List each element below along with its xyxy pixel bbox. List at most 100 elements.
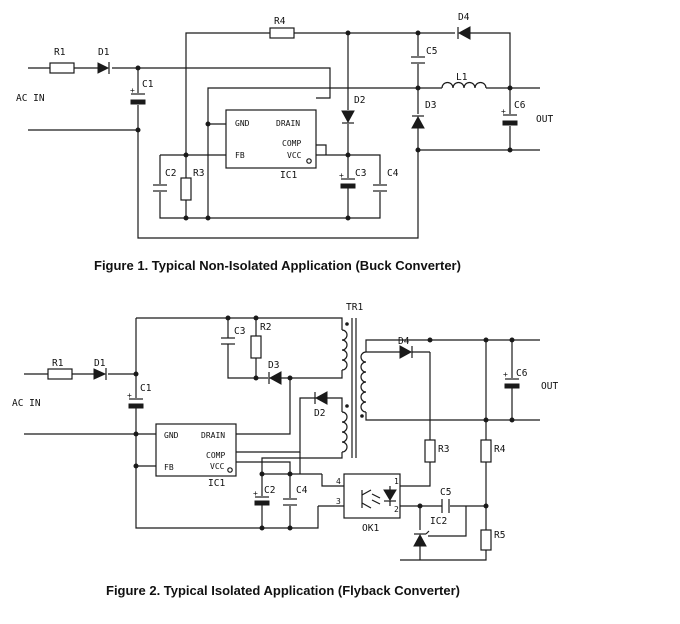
label-d4: D4: [458, 12, 470, 23]
resistor-r1: [49, 62, 75, 74]
label-out: OUT: [541, 381, 558, 392]
label-c5: C5: [426, 46, 437, 57]
capacitor-c2: [254, 496, 270, 506]
label-c1: C1: [140, 383, 152, 394]
label-c6: C6: [514, 100, 526, 111]
polarity-plus-c6: +: [503, 370, 508, 379]
diode-d1: [93, 368, 107, 380]
label-r4: R4: [274, 16, 286, 27]
resistor-r3: [180, 177, 192, 201]
diode-d3: [268, 371, 282, 385]
diode-d4: [366, 345, 430, 359]
pin-vcc: VCC: [210, 462, 225, 471]
label-ic1: IC1: [208, 478, 225, 489]
label-r1: R1: [52, 358, 64, 369]
label-r3: R3: [193, 168, 204, 179]
polarity-plus-c2: +: [253, 489, 258, 498]
flyback-converter-schematic: TR1 R1 D1 C1 + AC IN C3 R2 D3 D2 D4 C6 +…: [12, 302, 558, 598]
output-wiring: [207, 87, 540, 151]
label-ok1: OK1: [362, 523, 379, 534]
label-d3: D3: [268, 360, 279, 371]
diode-d2: [341, 110, 355, 124]
label-r5: R5: [494, 530, 505, 541]
resistor-r4: [269, 27, 295, 39]
label-d1: D1: [98, 47, 110, 58]
capacitor-c3: [340, 178, 356, 189]
label-ac-in: AC IN: [16, 93, 45, 104]
label-d1: D1: [94, 358, 106, 369]
optocoupler-ok1: [343, 473, 401, 519]
label-c6: C6: [516, 368, 528, 379]
pin-vcc: VCC: [287, 151, 302, 160]
opto-pin-1: 1: [394, 477, 399, 486]
label-d3: D3: [425, 100, 436, 111]
pin-drain: DRAIN: [201, 431, 225, 440]
opto-pin-4: 4: [336, 477, 341, 486]
figure2-caption: Figure 2. Typical Isolated Application (…: [106, 583, 460, 598]
label-c5: C5: [440, 487, 451, 498]
label-r2: R2: [260, 322, 271, 333]
pin-drain: DRAIN: [276, 119, 300, 128]
label-c2: C2: [165, 168, 176, 179]
label-d2: D2: [354, 95, 365, 106]
pin-gnd: GND: [164, 431, 179, 440]
pin-fb: FB: [164, 463, 174, 472]
secondary-wiring: [365, 339, 540, 561]
resistor-r5: [480, 529, 492, 551]
inductor-l1: [441, 81, 487, 89]
label-c4: C4: [387, 168, 399, 179]
capacitor-c2: [153, 184, 167, 192]
label-c1: C1: [142, 79, 154, 90]
diode-d1: [97, 62, 110, 74]
polarity-plus-c3: +: [339, 171, 344, 180]
primary-wiring: [136, 317, 343, 528]
resistor-r1: [47, 368, 73, 380]
diode-d3: [411, 115, 425, 129]
polarity-plus-c6: +: [501, 107, 506, 116]
capacitor-c5: [411, 56, 425, 64]
opto-pin-2: 2: [394, 505, 399, 514]
transformer-tr1: [341, 318, 367, 458]
capacitor-c1: [130, 93, 146, 105]
pin-fb: FB: [235, 151, 245, 160]
polarity-plus-c1: +: [127, 391, 132, 400]
ic1-chip: [155, 423, 237, 477]
capacitor-c6: [502, 114, 518, 126]
label-r3: R3: [438, 444, 449, 455]
buck-converter-schematic: R1 D1 C1 + AC IN R4 D4 C5 L1 D2 D3 C6 + …: [16, 12, 553, 273]
input-wiring: [28, 67, 419, 239]
opto-pin-3: 3: [336, 497, 341, 506]
pin-gnd: GND: [235, 119, 250, 128]
resistor-r4: [480, 439, 492, 463]
label-d4: D4: [398, 336, 410, 347]
capacitor-c4: [283, 498, 297, 506]
polarity-plus-c1: +: [130, 86, 135, 95]
label-c2: C2: [264, 485, 275, 496]
capacitor-c3: [221, 337, 235, 345]
label-ic2: IC2: [430, 516, 447, 527]
label-out: OUT: [536, 114, 553, 125]
junction-dots: [135, 30, 513, 221]
resistor-r2: [250, 335, 262, 359]
shunt-regulator-ic2: [413, 530, 430, 547]
label-ic1: IC1: [280, 170, 297, 181]
capacitor-c1: [128, 398, 144, 409]
figure1-caption: Figure 1. Typical Non-Isolated Applicati…: [94, 258, 461, 273]
resistor-r3: [424, 439, 436, 463]
label-d2: D2: [314, 408, 325, 419]
label-ac-in: AC IN: [12, 398, 41, 409]
label-r1: R1: [54, 47, 66, 58]
pin-comp: COMP: [206, 451, 225, 460]
label-tr1: TR1: [346, 302, 363, 313]
ic1-chip: [225, 109, 317, 169]
capacitor-c4: [373, 184, 387, 192]
diode-d2: [314, 391, 328, 405]
label-c3: C3: [355, 168, 366, 179]
diode-d4: [457, 26, 471, 40]
top-rail: [185, 32, 511, 155]
label-c4: C4: [296, 485, 308, 496]
capacitor-c6: [504, 378, 520, 389]
pin-comp: COMP: [282, 139, 301, 148]
label-r4: R4: [494, 444, 506, 455]
label-l1: L1: [456, 72, 468, 83]
